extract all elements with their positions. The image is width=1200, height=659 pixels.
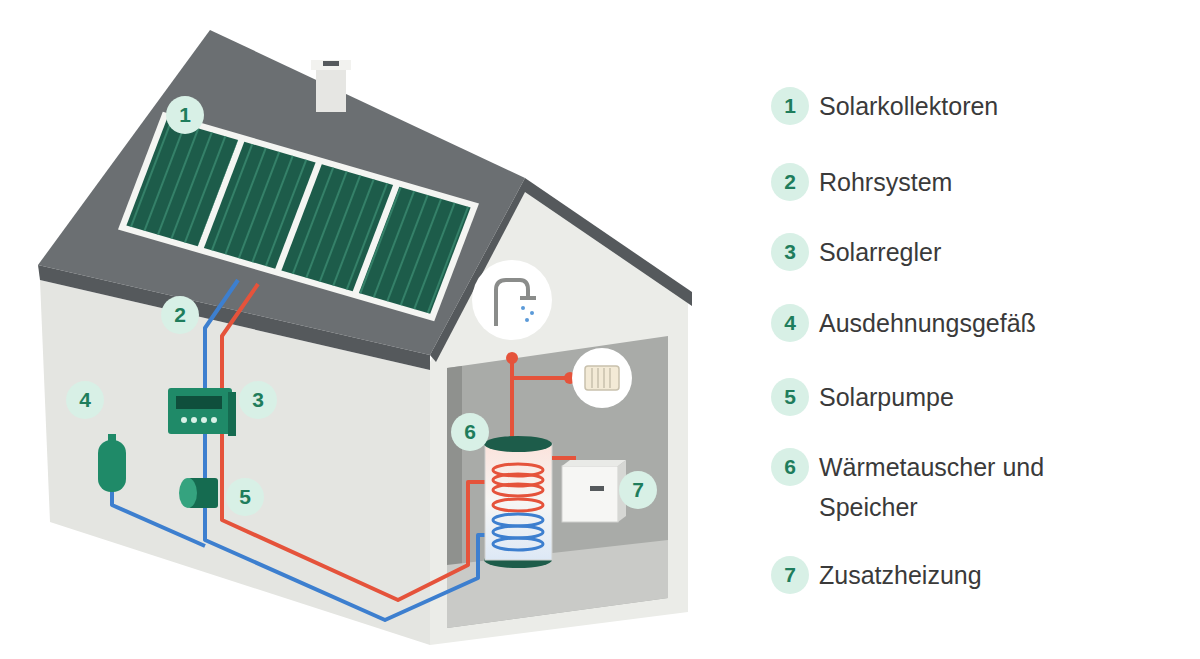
callout-number-text: 7 bbox=[771, 556, 809, 594]
radiator-fin bbox=[591, 368, 593, 388]
heat-coil-cold bbox=[493, 514, 543, 550]
callout-number-text: 7 bbox=[619, 471, 657, 509]
callout-number-text: 5 bbox=[226, 478, 264, 516]
chimney-cap bbox=[311, 60, 351, 70]
heat-coil-hot bbox=[493, 464, 543, 511]
legend-item: 6Wärmetauscher und Speicher bbox=[771, 448, 809, 486]
callout-number: 6 bbox=[451, 413, 489, 451]
part-name: Solarpumpe bbox=[819, 377, 954, 417]
part-name: Wärmetauscher und Speicher bbox=[819, 447, 1119, 527]
part-name: Ausdehnungsgefäß bbox=[819, 303, 1036, 343]
legend-item: 3Solarregler bbox=[771, 233, 809, 271]
callout-number-text: 6 bbox=[451, 413, 489, 451]
roof bbox=[38, 30, 525, 355]
part-name: Solarkollektoren bbox=[819, 86, 998, 126]
expansion-vessel bbox=[98, 440, 126, 492]
part-name: Rohrsystem bbox=[819, 162, 952, 202]
callout-number-text: 5 bbox=[771, 378, 809, 416]
blue-pipe bbox=[205, 280, 500, 620]
controller-button bbox=[191, 417, 197, 423]
auxiliary-heater bbox=[562, 466, 618, 522]
red-pipe bbox=[222, 284, 500, 600]
legend-item: 7Zusatzheizung bbox=[771, 556, 809, 594]
coil-turn bbox=[493, 484, 543, 496]
controller-button bbox=[201, 417, 207, 423]
callout-number-text: 4 bbox=[771, 304, 809, 342]
tank-top bbox=[484, 436, 552, 452]
collector-panels bbox=[126, 119, 470, 313]
red-pipe bbox=[512, 376, 570, 380]
pipe-dot bbox=[506, 352, 518, 364]
callout-number: 3 bbox=[239, 381, 277, 419]
chimney bbox=[316, 66, 346, 112]
coil-turn bbox=[493, 514, 543, 526]
part-name: Zusatzheizung bbox=[819, 555, 982, 595]
callout-number-text: 4 bbox=[66, 381, 104, 419]
heater-top bbox=[562, 460, 626, 466]
chimney-opening bbox=[323, 61, 339, 66]
callout-number-text: 1 bbox=[166, 96, 204, 134]
radiator-icon bbox=[585, 366, 619, 390]
part-name: Solarregler bbox=[819, 232, 941, 272]
water-drop bbox=[530, 311, 534, 315]
callout-number-text: 6 bbox=[771, 448, 809, 486]
controller-button bbox=[181, 417, 187, 423]
shower-head bbox=[520, 296, 536, 300]
callout-number-text: 2 bbox=[161, 296, 199, 334]
controller-button bbox=[211, 417, 217, 423]
pump-face bbox=[179, 478, 197, 508]
roof-edge bbox=[525, 178, 692, 306]
radiator-fins bbox=[592, 368, 610, 388]
storage-tank bbox=[485, 444, 552, 560]
collector-frame bbox=[118, 112, 479, 321]
solar-controller bbox=[168, 388, 232, 434]
radiator-badge bbox=[572, 348, 632, 408]
callout-number: 1 bbox=[166, 96, 204, 134]
callout-number-text: 3 bbox=[239, 381, 277, 419]
heater-display bbox=[590, 486, 604, 491]
collector-stripes bbox=[359, 187, 471, 314]
legend-item: 5Solarpumpe bbox=[771, 378, 809, 416]
legend-item: 2Rohrsystem bbox=[771, 163, 809, 201]
legend-item: 1Solarkollektoren bbox=[771, 87, 809, 125]
callout-number: 5 bbox=[226, 478, 264, 516]
callout-number-text: 1 bbox=[771, 87, 809, 125]
callout-number: 2 bbox=[161, 296, 199, 334]
coil-turn bbox=[493, 499, 543, 511]
radiator-fin bbox=[609, 368, 611, 388]
legend-item: 4Ausdehnungsgefäß bbox=[771, 304, 809, 342]
interior-floor bbox=[447, 540, 668, 628]
water-drop bbox=[521, 306, 525, 310]
callout-number-text: 3 bbox=[771, 233, 809, 271]
coil-turn bbox=[493, 526, 543, 538]
radiator-fin bbox=[603, 368, 605, 388]
callout-number-text: 2 bbox=[771, 163, 809, 201]
callout-number: 4 bbox=[66, 381, 104, 419]
radiator-fin bbox=[597, 368, 599, 388]
shower-icon bbox=[496, 280, 528, 326]
callout-number: 7 bbox=[619, 471, 657, 509]
shower-badge bbox=[472, 260, 552, 340]
water-drop bbox=[525, 318, 529, 322]
controller-side bbox=[228, 392, 236, 436]
red-pipe bbox=[510, 358, 514, 440]
coil-turn bbox=[493, 538, 543, 550]
controller-display bbox=[176, 396, 222, 409]
expansion-vessel-nub bbox=[108, 434, 116, 442]
